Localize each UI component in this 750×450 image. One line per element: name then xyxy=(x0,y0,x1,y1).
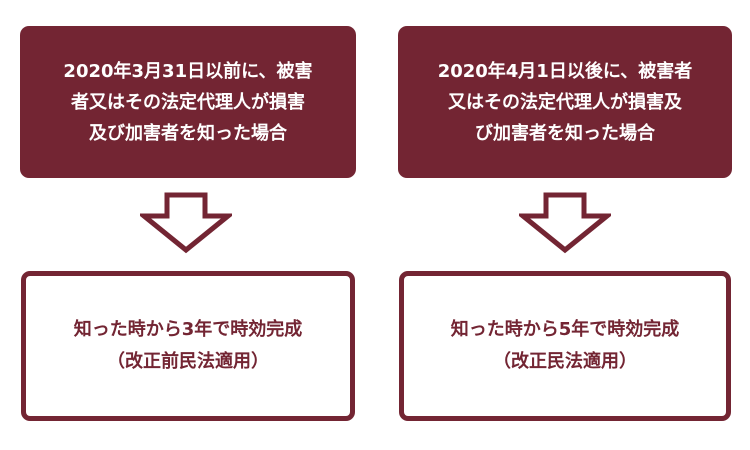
right-down-arrow-icon xyxy=(519,192,611,254)
right-result-line1: 知った時から5年で時効完成 xyxy=(450,319,680,340)
left-result-text: 知った時から3年で時効完成 （改正前民法適用） xyxy=(74,314,303,378)
left-column: 2020年3月31日以前に、被害 者又はその法定代理人が損害 及び加害者を知った… xyxy=(20,0,356,450)
right-result-box: 知った時から5年で時効完成 （改正民法適用） xyxy=(399,271,731,421)
left-result-line2: （改正前民法適用） xyxy=(107,351,269,372)
right-result-line2: （改正民法適用） xyxy=(493,351,637,372)
right-condition-box: 2020年4月1日以後に、被害者 又はその法定代理人が損害及 び加害者を知った場… xyxy=(398,26,732,178)
right-result-text: 知った時から5年で時効完成 （改正民法適用） xyxy=(451,314,680,378)
left-condition-box: 2020年3月31日以前に、被害 者又はその法定代理人が損害 及び加害者を知った… xyxy=(20,26,356,178)
left-result-box: 知った時から3年で時効完成 （改正前民法適用） xyxy=(21,271,355,421)
right-condition-text: 2020年4月1日以後に、被害者 又はその法定代理人が損害及 び加害者を知った場… xyxy=(437,60,693,144)
right-column: 2020年4月1日以後に、被害者 又はその法定代理人が損害及 び加害者を知った場… xyxy=(398,0,732,450)
left-result-line1: 知った時から3年で時効完成 xyxy=(73,319,303,340)
left-down-arrow-icon xyxy=(140,192,232,254)
left-condition-text: 2020年3月31日以前に、被害 者又はその法定代理人が損害 及び加害者を知った… xyxy=(63,60,313,144)
